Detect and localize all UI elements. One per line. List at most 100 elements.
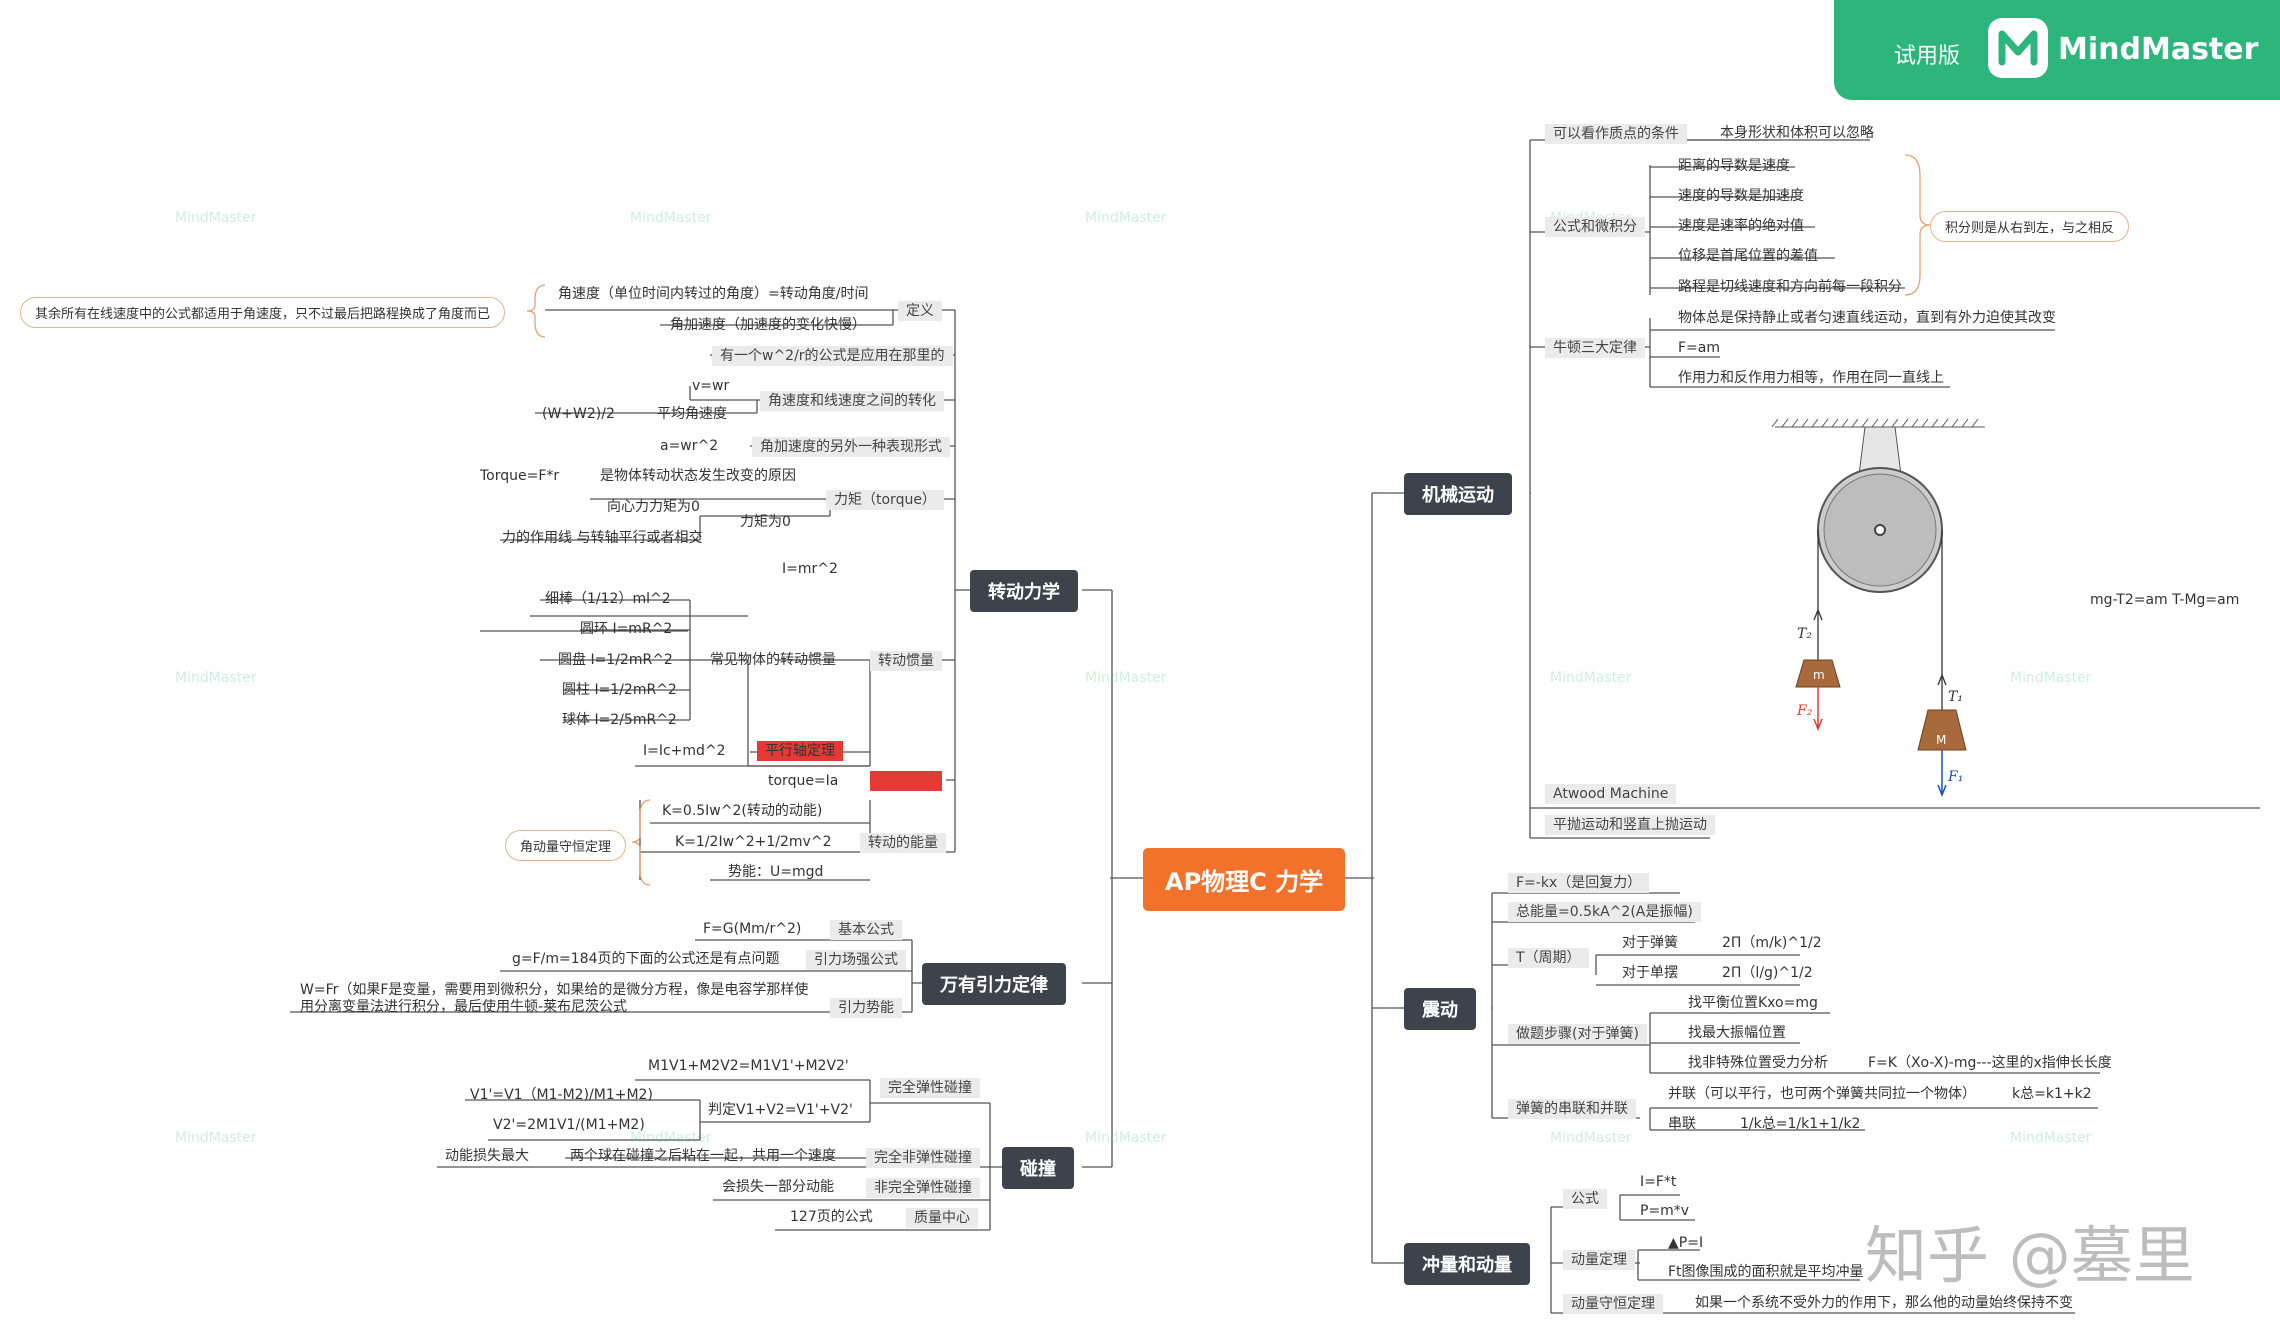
topic-torque-zero[interactable]: 力矩为0	[740, 514, 791, 530]
topic-solving-steps[interactable]: 做题步骤(对于弹簧)	[1508, 1024, 1647, 1044]
topic-point-mass[interactable]: 可以看作质点的条件	[1545, 124, 1687, 144]
topic-projectile-motion[interactable]: 平抛运动和竖直上抛运动	[1545, 815, 1715, 835]
topic-angular-acceleration[interactable]: 角加速度（加速度的变化快慢）	[670, 317, 866, 333]
note-linear-formulas[interactable]: 其余所有在线速度中的公式都适用于角速度，只不过最后把路程换成了角度而已	[20, 297, 506, 328]
topic-series-springs-formula[interactable]: 1/k总=1/k1+1/k2	[1740, 1116, 1861, 1132]
topic-total-energy[interactable]: 总能量=0.5kA^2(A是振幅)	[1508, 902, 1701, 922]
branch-collision[interactable]: 碰撞	[1002, 1147, 1074, 1189]
topic-calculus-3[interactable]: 速度是速率的绝对值	[1678, 218, 1804, 234]
topic-newton-2[interactable]: F=am	[1678, 340, 1720, 356]
topic-ring[interactable]: 圆环 I=mR^2	[580, 621, 673, 637]
topic-newton-1[interactable]: 物体总是保持静止或者匀速直线运动，直到有外力迫使其改变	[1678, 310, 2056, 326]
topic-point-mass-condition[interactable]: 本身形状和体积可以忽略	[1720, 125, 1874, 141]
topic-torque-formula[interactable]: Torque=F*r	[480, 468, 560, 484]
topic-i-mr2[interactable]: I=mr^2	[782, 561, 838, 577]
topic-v2-final[interactable]: V2'=2M1V1/(M1+M2)	[493, 1117, 645, 1133]
topic-ke-rotational[interactable]: K=0.5Iw^2(转动的动能)	[662, 803, 823, 819]
mindmaster-trial-badge[interactable]: 试用版 MindMaster	[1834, 0, 2280, 100]
topic-angular-velocity[interactable]: 角速度（单位时间内转过的角度）=转动角度/时间	[558, 286, 869, 302]
topic-max-ke-loss[interactable]: 动能损失最大	[445, 1148, 529, 1164]
topic-w2r[interactable]: 有一个w^2/r的公式是应用在那里的	[712, 346, 953, 366]
note-integration[interactable]: 积分则是从右到左，与之相反	[1930, 211, 2130, 242]
topic-parallel-axis-formula[interactable]: I=Ic+md^2	[643, 743, 726, 759]
topic-gravitational-pe-line1[interactable]: W=Fr（如果F是变量，需要用到微积分，如果给的是微分方程，像是电容学那样使	[300, 982, 809, 998]
topic-torque-ia[interactable]: torque=Ia	[768, 773, 839, 789]
topic-atwood-equation[interactable]: mg-T2=am T-Mg=am	[2090, 592, 2240, 608]
topic-disk[interactable]: 圆盘 I=1/2mR^2	[558, 652, 673, 668]
topic-newton-laws[interactable]: 牛顿三大定律	[1545, 338, 1645, 358]
topic-basic-formula[interactable]: 基本公式	[830, 920, 902, 940]
topic-center-of-mass[interactable]: 质量中心	[906, 1208, 978, 1228]
topic-period[interactable]: T（周期）	[1508, 948, 1589, 968]
topic-gravity-formula[interactable]: F=G(Mm/r^2)	[703, 921, 802, 937]
topic-partial-desc[interactable]: 会损失一部分动能	[722, 1179, 834, 1195]
topic-parallel-springs[interactable]: 并联（可以平行，也可两个弹簧共同拉一个物体）	[1668, 1086, 1976, 1102]
topic-potential-energy[interactable]: 势能：U=mgd	[728, 864, 824, 880]
topic-velocity-conversion[interactable]: 角速度和线速度之间的转化	[760, 391, 944, 411]
topic-v1-final[interactable]: V1'=V1（M1-M2)/M1+M2)	[470, 1087, 653, 1103]
branch-momentum[interactable]: 冲量和动量	[1404, 1243, 1530, 1285]
topic-step-2[interactable]: 找最大振幅位置	[1688, 1025, 1786, 1041]
topic-field-formula[interactable]: g=F/m=184页的下面的公式还是有点问题	[512, 951, 780, 967]
topic-delta-p[interactable]: ▲P=I	[1668, 1235, 1704, 1251]
branch-rotation[interactable]: 转动力学	[970, 570, 1078, 612]
topic-momentum-conservation[interactable]: M1V1+M2V2=M1V1'+M2V2'	[648, 1058, 849, 1074]
topic-calculus[interactable]: 公式和微积分	[1545, 217, 1645, 237]
topic-newton-3[interactable]: 作用力和反作用力相等，作用在同一直线上	[1678, 370, 1944, 386]
root-topic[interactable]: AP物理C 力学	[1143, 848, 1346, 911]
topic-ke-total[interactable]: K=1/2Iw^2+1/2mv^2	[675, 834, 832, 850]
topic-calculus-5[interactable]: 路程是切线速度和方向前每一段积分	[1678, 279, 1902, 295]
topic-gravitational-pe[interactable]: 引力势能	[830, 998, 902, 1018]
topic-rotational-energy[interactable]: 转动的能量	[860, 833, 946, 853]
topic-momentum-conservation-law[interactable]: 动量守恒定理	[1563, 1294, 1663, 1314]
topic-elastic-judge[interactable]: 判定V1+V2=V1'+V2'	[708, 1102, 853, 1118]
topic-a-wr2[interactable]: a=wr^2	[660, 438, 719, 454]
topic-step-3[interactable]: 找非特殊位置受力分析	[1688, 1055, 1828, 1071]
topic-inelastic-desc[interactable]: 两个球在碰撞之后粘在一起，共用一个速度	[570, 1148, 836, 1164]
topic-calculus-2[interactable]: 速度的导数是加速度	[1678, 188, 1804, 204]
note-angular-momentum[interactable]: 角动量守恒定理	[505, 830, 627, 861]
topic-torque-zero-axis[interactable]: 力的作用线 与转轴平行或者相交	[502, 530, 703, 546]
topic-moment-of-inertia[interactable]: 转动惯量	[870, 651, 942, 671]
topic-sphere[interactable]: 球体 I=2/5mR^2	[562, 712, 677, 728]
topic-rod[interactable]: 细棒（1/12）ml^2	[545, 591, 671, 607]
topic-momentum-theorem[interactable]: 动量定理	[1563, 1250, 1635, 1270]
branch-gravitation[interactable]: 万有引力定律	[922, 963, 1066, 1005]
topic-series-springs[interactable]: 串联	[1668, 1116, 1696, 1132]
topic-torque-zero-centripetal[interactable]: 向心力力矩为0	[607, 499, 700, 515]
topic-com-formula[interactable]: 127页的公式	[790, 1209, 873, 1225]
topic-momentum-conservation-desc[interactable]: 如果一个系统不受外力的作用下，那么他的动量始终保持不变	[1695, 1295, 2073, 1311]
topic-step-3-formula[interactable]: F=K（Xo-X)-mg---这里的x指伸长长度	[1868, 1055, 2112, 1071]
topic-v-wr[interactable]: v=wr	[692, 378, 730, 394]
topic-cylinder[interactable]: 圆柱 I=1/2mR^2	[562, 682, 677, 698]
topic-impulse[interactable]: I=F*t	[1640, 1174, 1677, 1190]
topic-torque-ia-tag[interactable]	[870, 771, 942, 791]
topic-common-inertia[interactable]: 常见物体的转动惯量	[710, 652, 836, 668]
topic-ft-graph[interactable]: Ft图像围成的面积就是平均冲量	[1668, 1264, 1864, 1280]
topic-calculus-1[interactable]: 距离的导数是速度	[1678, 158, 1790, 174]
branch-mechanics[interactable]: 机械运动	[1404, 473, 1512, 515]
topic-impulse-formula[interactable]: 公式	[1563, 1189, 1607, 1209]
topic-atwood-machine[interactable]: Atwood Machine	[1545, 784, 1677, 804]
topic-torque[interactable]: 力矩（torque）	[826, 490, 944, 510]
topic-momentum-definition[interactable]: P=m*v	[1640, 1203, 1690, 1219]
topic-average-formula[interactable]: (W+W2)/2	[542, 406, 615, 422]
topic-inelastic-collision[interactable]: 完全非弹性碰撞	[866, 1148, 980, 1168]
topic-field-strength[interactable]: 引力场强公式	[806, 950, 906, 970]
topic-elastic-collision[interactable]: 完全弹性碰撞	[880, 1078, 980, 1098]
topic-spring-label[interactable]: 对于弹簧	[1622, 935, 1678, 951]
topic-parallel-axis-theorem[interactable]: 平行轴定理	[757, 741, 843, 761]
topic-average-angular-velocity[interactable]: 平均角速度	[657, 406, 727, 422]
topic-partial-elastic[interactable]: 非完全弹性碰撞	[866, 1178, 980, 1198]
topic-angular-accel-alt[interactable]: 角加速度的另外一种表现形式	[752, 437, 950, 457]
branch-vibration[interactable]: 震动	[1404, 988, 1476, 1030]
topic-hooke-law[interactable]: F=-kx（是回复力）	[1508, 873, 1650, 893]
topic-gravitational-pe-line2[interactable]: 用分离变量法进行积分，最后使用牛顿-莱布尼茨公式	[300, 999, 628, 1015]
topic-definition[interactable]: 定义	[898, 301, 942, 321]
topic-spring-combination[interactable]: 弹簧的串联和并联	[1508, 1099, 1636, 1119]
topic-parallel-springs-formula[interactable]: k总=k1+k2	[2012, 1086, 2092, 1102]
topic-pendulum-label[interactable]: 对于单摆	[1622, 965, 1678, 981]
topic-pendulum-period[interactable]: 2Π（l/g)^1/2	[1722, 965, 1813, 981]
topic-torque-cause[interactable]: 是物体转动状态发生改变的原因	[600, 468, 796, 484]
topic-calculus-4[interactable]: 位移是首尾位置的差值	[1678, 248, 1818, 264]
